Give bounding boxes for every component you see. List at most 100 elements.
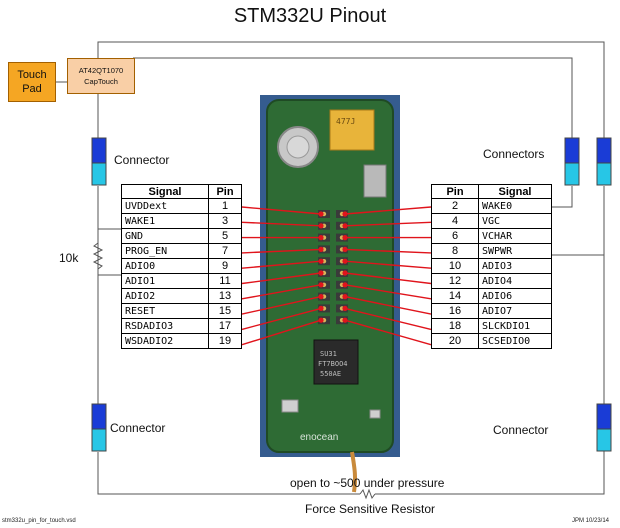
- pin-arrow-head: [318, 246, 324, 252]
- signal-cell: ADIO6: [478, 288, 552, 304]
- pin-arrow-head: [342, 305, 348, 311]
- signal-cell: VCHAR: [478, 228, 552, 244]
- cap-chip-line2: CapTouch: [84, 77, 118, 86]
- pin-arrow-right: [344, 221, 432, 227]
- pin-arrow-right: [344, 272, 432, 285]
- signal-cell: VGC: [478, 213, 552, 229]
- signal-cell: UVDDext: [121, 198, 209, 214]
- pin-arrow-head: [318, 223, 324, 229]
- pin-arrow-head: [342, 282, 348, 288]
- pin-arrow-right: [344, 260, 432, 269]
- pin-arrow-head: [342, 223, 348, 229]
- antenna-wire: [350, 451, 358, 493]
- signal-cell: RSDADIO3: [121, 318, 209, 334]
- pin-arrow-right: [344, 295, 432, 315]
- pin-cell: 1: [208, 198, 242, 214]
- right-table-header: Pin Signal: [431, 184, 552, 199]
- tantalum-cap: [329, 109, 375, 151]
- signal-cell: PROG_EN: [121, 243, 209, 259]
- pin-arrow-left: [241, 307, 322, 331]
- pin-cell: 2: [431, 198, 479, 214]
- pin-arrow-head: [318, 282, 324, 288]
- signal-cell: SLCKDIO1: [478, 318, 552, 334]
- connector-lower-left: [91, 403, 107, 452]
- switch: [363, 164, 387, 198]
- signal-cell: ADIO7: [478, 303, 552, 319]
- connector-upper-left: [91, 137, 107, 186]
- pin-arrow-right: [344, 307, 432, 331]
- footer-filename: stm332u_pin_for_touch.vsd: [2, 518, 76, 524]
- pin-arrow-left: [241, 248, 322, 254]
- pin-cell: 10: [431, 258, 479, 274]
- right-header-pin: Pin: [431, 184, 479, 199]
- pin-cell: 15: [208, 303, 242, 319]
- signal-cell: ADIO2: [121, 288, 209, 304]
- pin-cell: 17: [208, 318, 242, 334]
- touch-pad-line1: Touch: [17, 69, 47, 81]
- pin-arrow-head: [318, 270, 324, 276]
- connector-label-lower-left: Connector: [110, 421, 166, 435]
- pin-arrow-left: [241, 272, 322, 285]
- fsr-label: Force Sensitive Resistor: [305, 502, 436, 516]
- pin-arrow-head: [342, 211, 348, 217]
- cap-touch-chip-box: AT42QT1070 CapTouch: [67, 58, 135, 94]
- pin-cell: 18: [431, 318, 479, 334]
- pin-arrow-head: [342, 294, 348, 300]
- signal-cell: SWPWR: [478, 243, 552, 259]
- pin-arrow-head: [318, 235, 324, 241]
- brand-logo: enocean: [300, 432, 338, 443]
- pin-arrow-right: [344, 284, 432, 300]
- pin-arrow-head: [318, 317, 324, 323]
- stm332u-module: 477J SU31 FT7BOO4 550AE enocean: [260, 95, 400, 493]
- pin-arrow-left: [241, 260, 322, 269]
- pin-arrow-head: [342, 235, 348, 241]
- connector-lower-right: [596, 403, 612, 452]
- pin-cell: 7: [208, 243, 242, 259]
- pin-arrows: [241, 206, 432, 346]
- pin-cell: 19: [208, 333, 242, 349]
- pin-cell: 5: [208, 228, 242, 244]
- signal-cell: RESET: [121, 303, 209, 319]
- pin-arrow-left: [241, 206, 322, 215]
- pin-cell: 3: [208, 213, 242, 229]
- pin-arrow-head: [342, 246, 348, 252]
- signal-cell: ADIO3: [478, 258, 552, 274]
- pin-arrow-right: [344, 206, 432, 215]
- connector-upper-right-2: [596, 137, 612, 186]
- chip-line-3: 550AE: [320, 370, 341, 378]
- resistor-10k-symbol: [92, 242, 104, 270]
- pin-cell: 9: [208, 258, 242, 274]
- fsr-symbol: [359, 488, 376, 500]
- signal-cell: WAKE1: [121, 213, 209, 229]
- cap-chip-line1: AT42QT1070: [78, 66, 124, 75]
- pin-arrow-left: [241, 295, 322, 315]
- pin-arrow-head: [342, 317, 348, 323]
- pin-cell: 8: [431, 243, 479, 259]
- signal-cell: ADIO0: [121, 258, 209, 274]
- left-header-pin: Pin: [208, 184, 242, 199]
- touch-pad-line2: Pad: [22, 83, 42, 95]
- connector-label-upper-right: Connectors: [483, 147, 545, 161]
- pin-cell: 20: [431, 333, 479, 349]
- pin-arrow-head: [318, 258, 324, 264]
- pin-arrow-head: [342, 270, 348, 276]
